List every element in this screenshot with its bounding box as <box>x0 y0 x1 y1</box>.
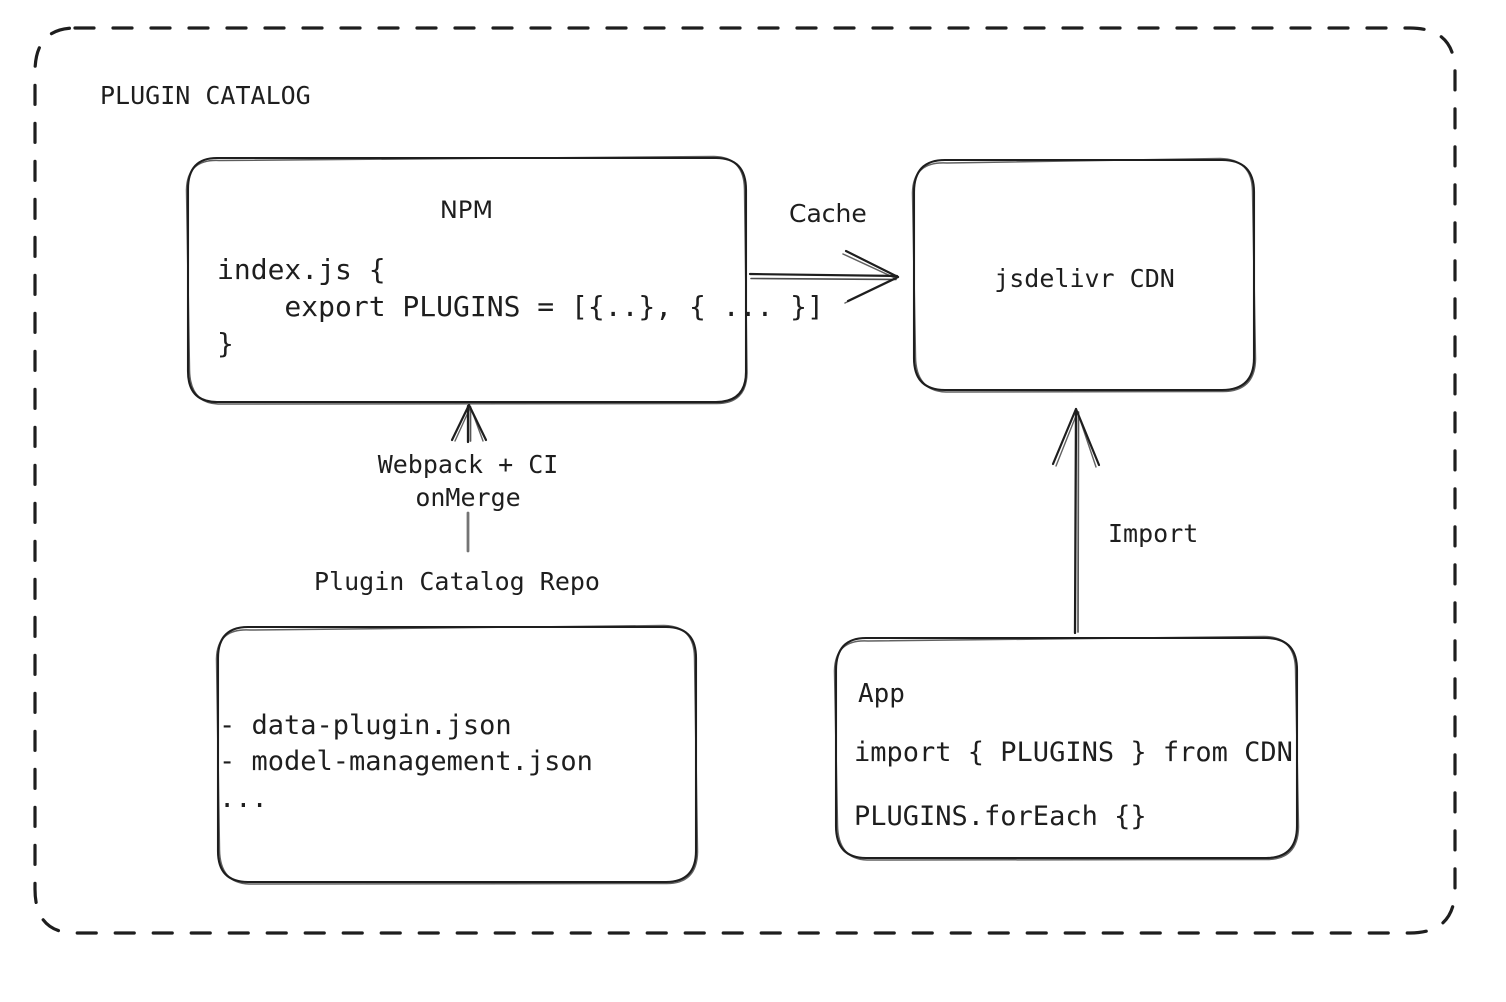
repo-node-caption: Plugin Catalog Repo <box>314 567 600 596</box>
edge-label-cache: Cache <box>789 199 867 228</box>
cdn-node-title: jsdelivr CDN <box>994 264 1175 293</box>
app-node-import-line: import { PLUGINS } from CDN <box>854 737 1293 768</box>
npm-node-title: NPM <box>439 196 494 224</box>
npm-node-code: index.js { export PLUGINS = [{..}, { ...… <box>217 253 824 360</box>
container-title: PLUGIN CATALOG <box>100 81 311 110</box>
arrow-app-to-cdn <box>1051 407 1101 635</box>
repo-node-file-list: - data-plugin.json - model-management.js… <box>219 710 593 814</box>
edge-label-webpack-ci: Webpack + CI onMerge <box>377 450 559 513</box>
app-node-title: App <box>858 679 905 709</box>
edge-label-import: Import <box>1108 519 1199 548</box>
app-node-foreach-line: PLUGINS.forEach {} <box>854 801 1147 832</box>
